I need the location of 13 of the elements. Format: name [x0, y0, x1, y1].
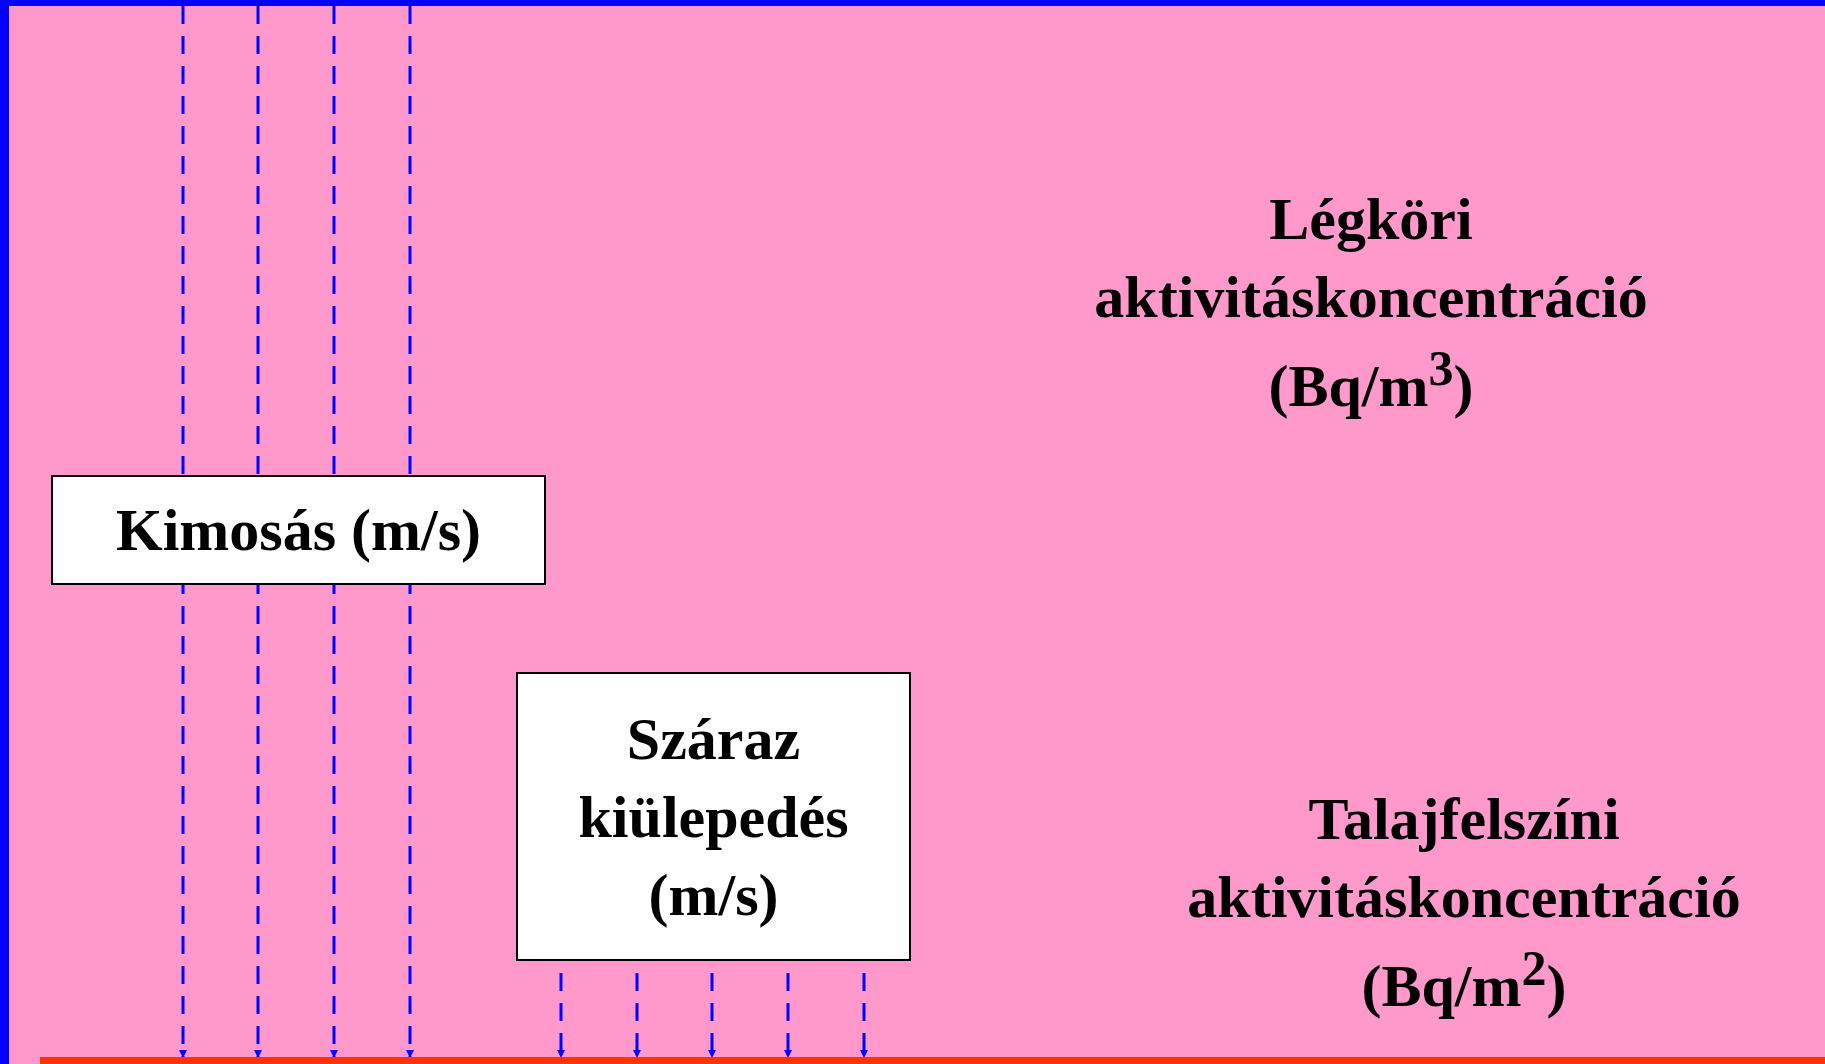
arrow [784, 973, 792, 1058]
arrow [708, 973, 716, 1058]
arrow [330, 6, 338, 1058]
process-box: Kimosás (m/s) [51, 475, 546, 585]
arrow [633, 973, 641, 1058]
quantity-label: Légköri aktivitáskoncentráció (Bq/m$^{3}$) [1093, 185, 1649, 421]
arrow [254, 6, 262, 1058]
process-box: Száraz kiülepedés (m/s) [516, 672, 911, 961]
arrow [406, 6, 414, 1058]
arrow [860, 973, 868, 1058]
arrow [557, 973, 565, 1058]
arrow [179, 6, 187, 1058]
quantity-label: Talajfelszíni aktivitáskoncentráció (Bq/m$^{2}$) [1186, 785, 1742, 1021]
